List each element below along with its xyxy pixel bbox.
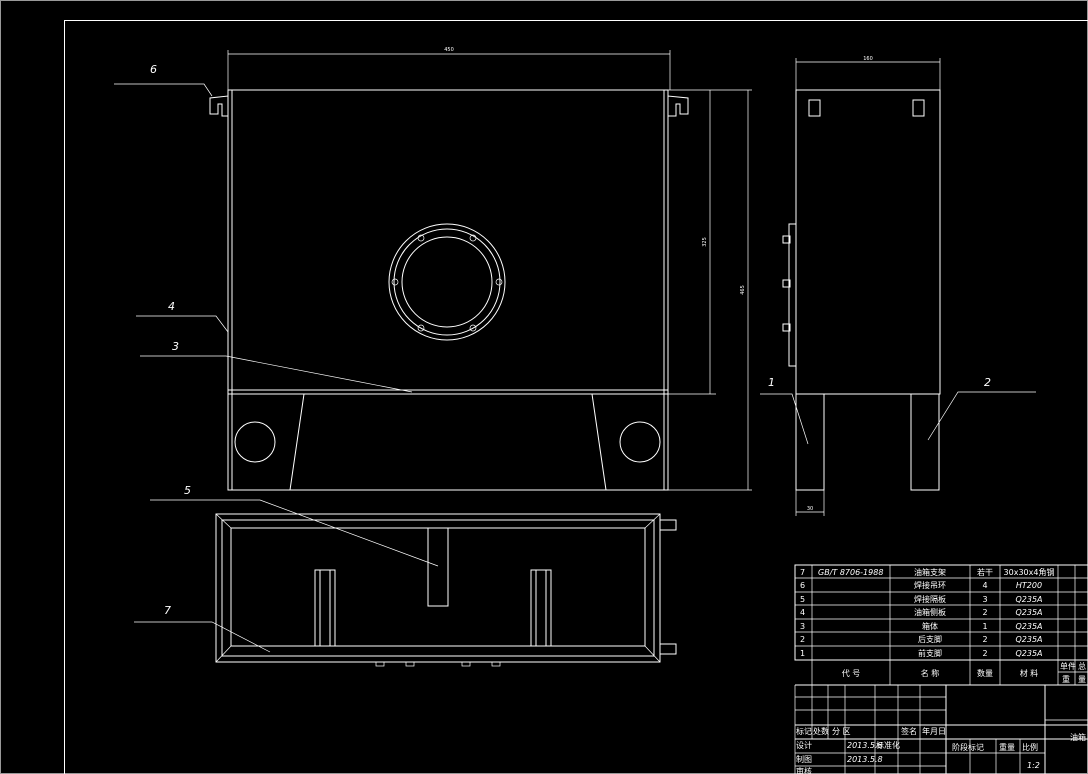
parts-header-extra-4: 量 [1078, 675, 1086, 684]
lifting-hook-right [667, 95, 689, 117]
title-scale: 比例 [1022, 742, 1038, 752]
part-row-5-qty: 3 [982, 595, 987, 604]
title-sign: 签名 [901, 726, 917, 736]
callout-1: 1 [768, 376, 775, 389]
front-width-dimension: 450 [444, 47, 454, 53]
part-row-6-material: HT200 [1016, 581, 1042, 590]
parts-list-table: 7 GB/T 8706-1988 油箱支架 若干 30x30x4角钢 6 焊接吊… [794, 564, 1088, 686]
side-width-dimension: 160 [863, 56, 873, 62]
title-design: 设计 [796, 740, 812, 750]
top-view: 5 7 [134, 484, 677, 667]
part-row-1-qty: 2 [982, 649, 987, 658]
title-date: 年月日 [922, 726, 946, 736]
part-row-2-no: 2 [800, 635, 805, 644]
baffle-center [427, 527, 449, 607]
part-row-1-name: 前支脚 [918, 648, 942, 658]
part-row-3-no: 3 [800, 622, 805, 631]
side-leg-dimension: 30 [807, 506, 813, 512]
front-outer-height-dimension: 465 [740, 285, 746, 295]
part-row-3-material: Q235A [1015, 622, 1042, 631]
title-drafting: 制图 [796, 754, 812, 764]
front-inner-height-dimension: 325 [702, 237, 708, 247]
title-drafting-date: 2013.5.8 [847, 755, 883, 764]
part-row-2-qty: 2 [982, 635, 987, 644]
title-scale-value: 1:2 [1027, 761, 1040, 770]
title-review: 审核 [796, 766, 812, 774]
parts-header-code: 代 号 [842, 668, 861, 678]
parts-header-qty: 数量 [977, 668, 993, 678]
part-row-7-material: 30x30x4角钢 [1004, 567, 1055, 577]
part-row-3-qty: 1 [982, 622, 987, 631]
title-count: 处数 [813, 726, 829, 736]
side-leg-right [910, 393, 940, 491]
baffle-left [314, 569, 336, 647]
tank-body [227, 89, 669, 491]
title-mark: 标记 [796, 726, 812, 736]
baffle-right [530, 569, 552, 647]
part-row-5-no: 5 [800, 595, 805, 604]
title-stage-mark: 阶段标记 [952, 742, 984, 752]
callout-6: 6 [150, 63, 157, 76]
parts-header-name: 名 称 [921, 668, 940, 678]
inspection-cover-outer [388, 223, 506, 341]
title-block: 标记 处数 分 区 签名 年月日 设计 2013.5.8 标准化 制图 2013… [794, 685, 1088, 774]
part-row-2-name: 后支脚 [918, 634, 942, 644]
front-leg-left [228, 393, 305, 491]
part-row-3-name: 箱体 [922, 621, 938, 631]
parts-header-extra-1: 单件 [1060, 661, 1076, 671]
part-row-4-qty: 2 [982, 608, 987, 617]
title-standardize: 标准化 [876, 740, 900, 750]
parts-header-material: 材 料 [1020, 668, 1039, 678]
callout-2: 2 [984, 376, 991, 389]
part-row-2-material: Q235A [1015, 635, 1042, 644]
parts-header-extra-3: 重 [1062, 674, 1070, 684]
part-row-6-name: 焊接吊环 [914, 580, 946, 590]
callout-5: 5 [184, 484, 191, 497]
top-frame-outer [215, 513, 661, 663]
title-zone: 分 区 [832, 727, 851, 736]
title-design-date: 2013.5.8 [847, 741, 883, 750]
part-row-4-no: 4 [800, 608, 805, 617]
part-row-5-material: Q235A [1015, 595, 1042, 604]
callout-3: 3 [172, 340, 179, 353]
part-row-6-qty: 4 [982, 581, 987, 590]
part-row-5-name: 焊接隔板 [914, 594, 946, 604]
part-row-7-qty: 若干 [977, 567, 993, 577]
part-row-1-material: Q235A [1015, 649, 1042, 658]
title-drawing-name: 油箱 [1070, 732, 1086, 742]
part-row-7-no: 7 [800, 568, 805, 577]
side-leg-left [795, 393, 825, 491]
callout-7: 7 [164, 604, 171, 617]
part-row-4-material: Q235A [1015, 608, 1042, 617]
part-row-7-code: GB/T 8706-1988 [818, 568, 883, 577]
side-view: 160 30 1 2 [760, 56, 1036, 516]
part-row-6-no: 6 [800, 581, 805, 590]
front-leg-right [591, 393, 668, 491]
part-row-7-name: 油箱支架 [914, 567, 946, 577]
part-row-1-no: 1 [800, 649, 805, 658]
part-row-4-name: 油箱侧板 [914, 607, 946, 617]
title-weight: 重量 [999, 742, 1015, 752]
sheet-inner-border [64, 20, 1088, 774]
side-body [795, 89, 941, 395]
callout-4: 4 [168, 300, 175, 313]
lifting-hook-left [209, 95, 229, 117]
front-view: 450 325 465 6 [114, 47, 752, 491]
parts-header-extra-2: 总 [1078, 661, 1086, 671]
